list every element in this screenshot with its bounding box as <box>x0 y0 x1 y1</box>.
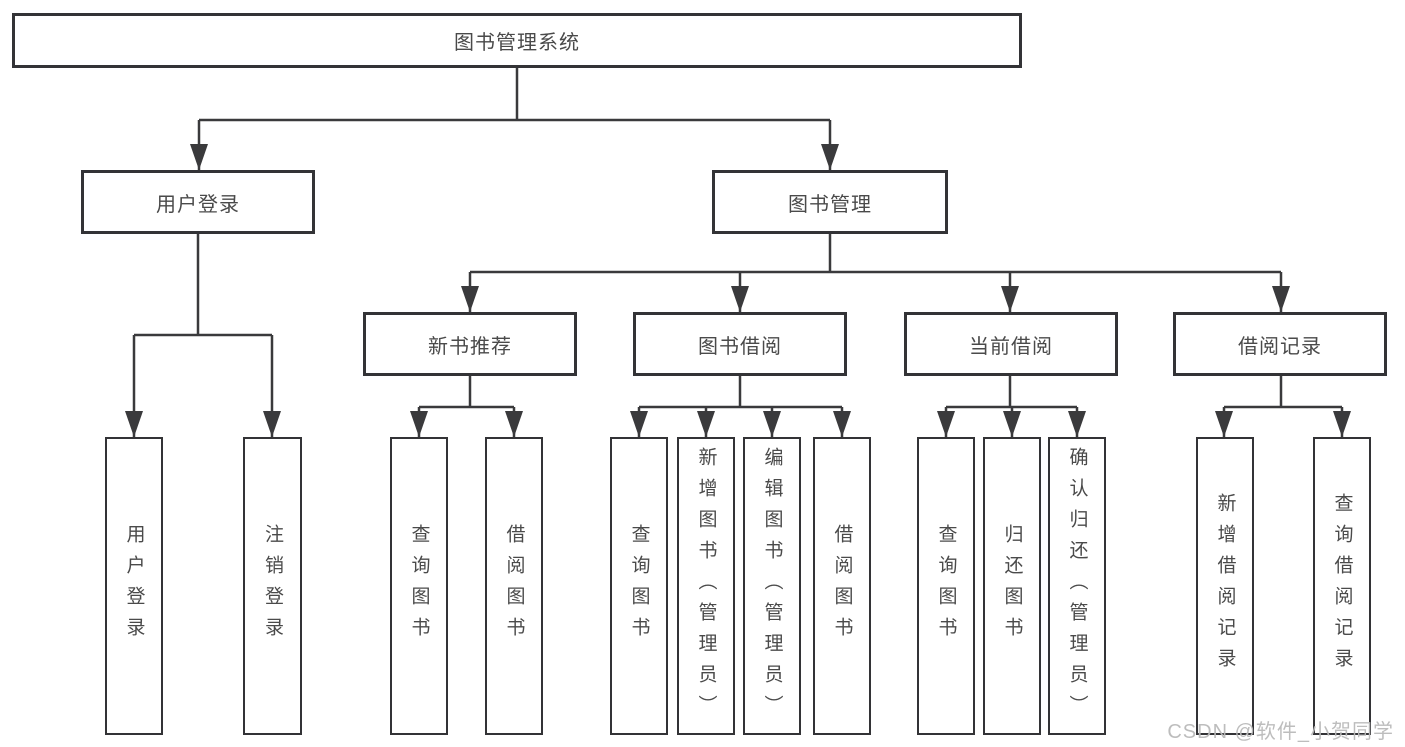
leaf-confirm-return-admin-label: 确认归还（管理员） <box>1066 446 1088 726</box>
node-current-borrowing: 当前借阅 <box>904 312 1118 376</box>
node-new-book-recommend: 新书推荐 <box>363 312 577 376</box>
leaf-borrow-books-1-label: 借阅图书 <box>503 524 525 648</box>
leaf-edit-books-admin-label: 编辑图书（管理员） <box>761 446 783 726</box>
node-book-management-label: 图书管理 <box>788 193 872 216</box>
node-book-management: 图书管理 <box>712 170 948 234</box>
node-book-borrowing-label: 图书借阅 <box>698 335 782 358</box>
leaf-logout-label: 注销登录 <box>262 524 283 648</box>
leaf-add-books-admin: 新增图书（管理员） <box>677 437 735 735</box>
leaf-borrow-books-2: 借阅图书 <box>813 437 871 735</box>
leaf-search-borrow-record-label: 查询借阅记录 <box>1331 493 1353 679</box>
node-borrow-records-label: 借阅记录 <box>1238 335 1322 358</box>
node-new-book-recommend-label: 新书推荐 <box>428 335 512 358</box>
leaf-user-login: 用户登录 <box>105 437 163 735</box>
leaf-add-borrow-record: 新增借阅记录 <box>1196 437 1254 735</box>
node-user-login: 用户登录 <box>81 170 315 234</box>
leaf-user-login-label: 用户登录 <box>123 524 145 648</box>
leaf-search-books-2: 查询图书 <box>610 437 668 735</box>
leaf-search-books-1: 查询图书 <box>390 437 448 735</box>
node-borrow-records: 借阅记录 <box>1173 312 1387 376</box>
node-user-login-label: 用户登录 <box>156 193 240 216</box>
node-root-label: 图书管理系统 <box>454 32 580 54</box>
node-current-borrowing-label: 当前借阅 <box>969 335 1053 358</box>
leaf-edit-books-admin: 编辑图书（管理员） <box>743 437 801 735</box>
leaf-logout: 注销登录 <box>243 437 302 735</box>
csdn-watermark: CSDN @软件_小贺同学 <box>1167 721 1394 743</box>
leaf-search-books-2-label: 查询图书 <box>628 524 650 648</box>
leaf-search-borrow-record: 查询借阅记录 <box>1313 437 1371 735</box>
leaf-add-borrow-record-label: 新增借阅记录 <box>1214 493 1236 679</box>
leaf-return-books: 归还图书 <box>983 437 1041 735</box>
leaf-borrow-books-1: 借阅图书 <box>485 437 543 735</box>
leaf-add-books-admin-label: 新增图书（管理员） <box>695 446 717 726</box>
leaf-search-books-1-label: 查询图书 <box>408 524 430 648</box>
leaf-search-books-3: 查询图书 <box>917 437 975 735</box>
leaf-borrow-books-2-label: 借阅图书 <box>831 524 853 648</box>
node-root: 图书管理系统 <box>12 13 1022 68</box>
node-book-borrowing: 图书借阅 <box>633 312 847 376</box>
leaf-search-books-3-label: 查询图书 <box>935 524 957 648</box>
leaf-confirm-return-admin: 确认归还（管理员） <box>1048 437 1106 735</box>
leaf-return-books-label: 归还图书 <box>1001 524 1023 648</box>
